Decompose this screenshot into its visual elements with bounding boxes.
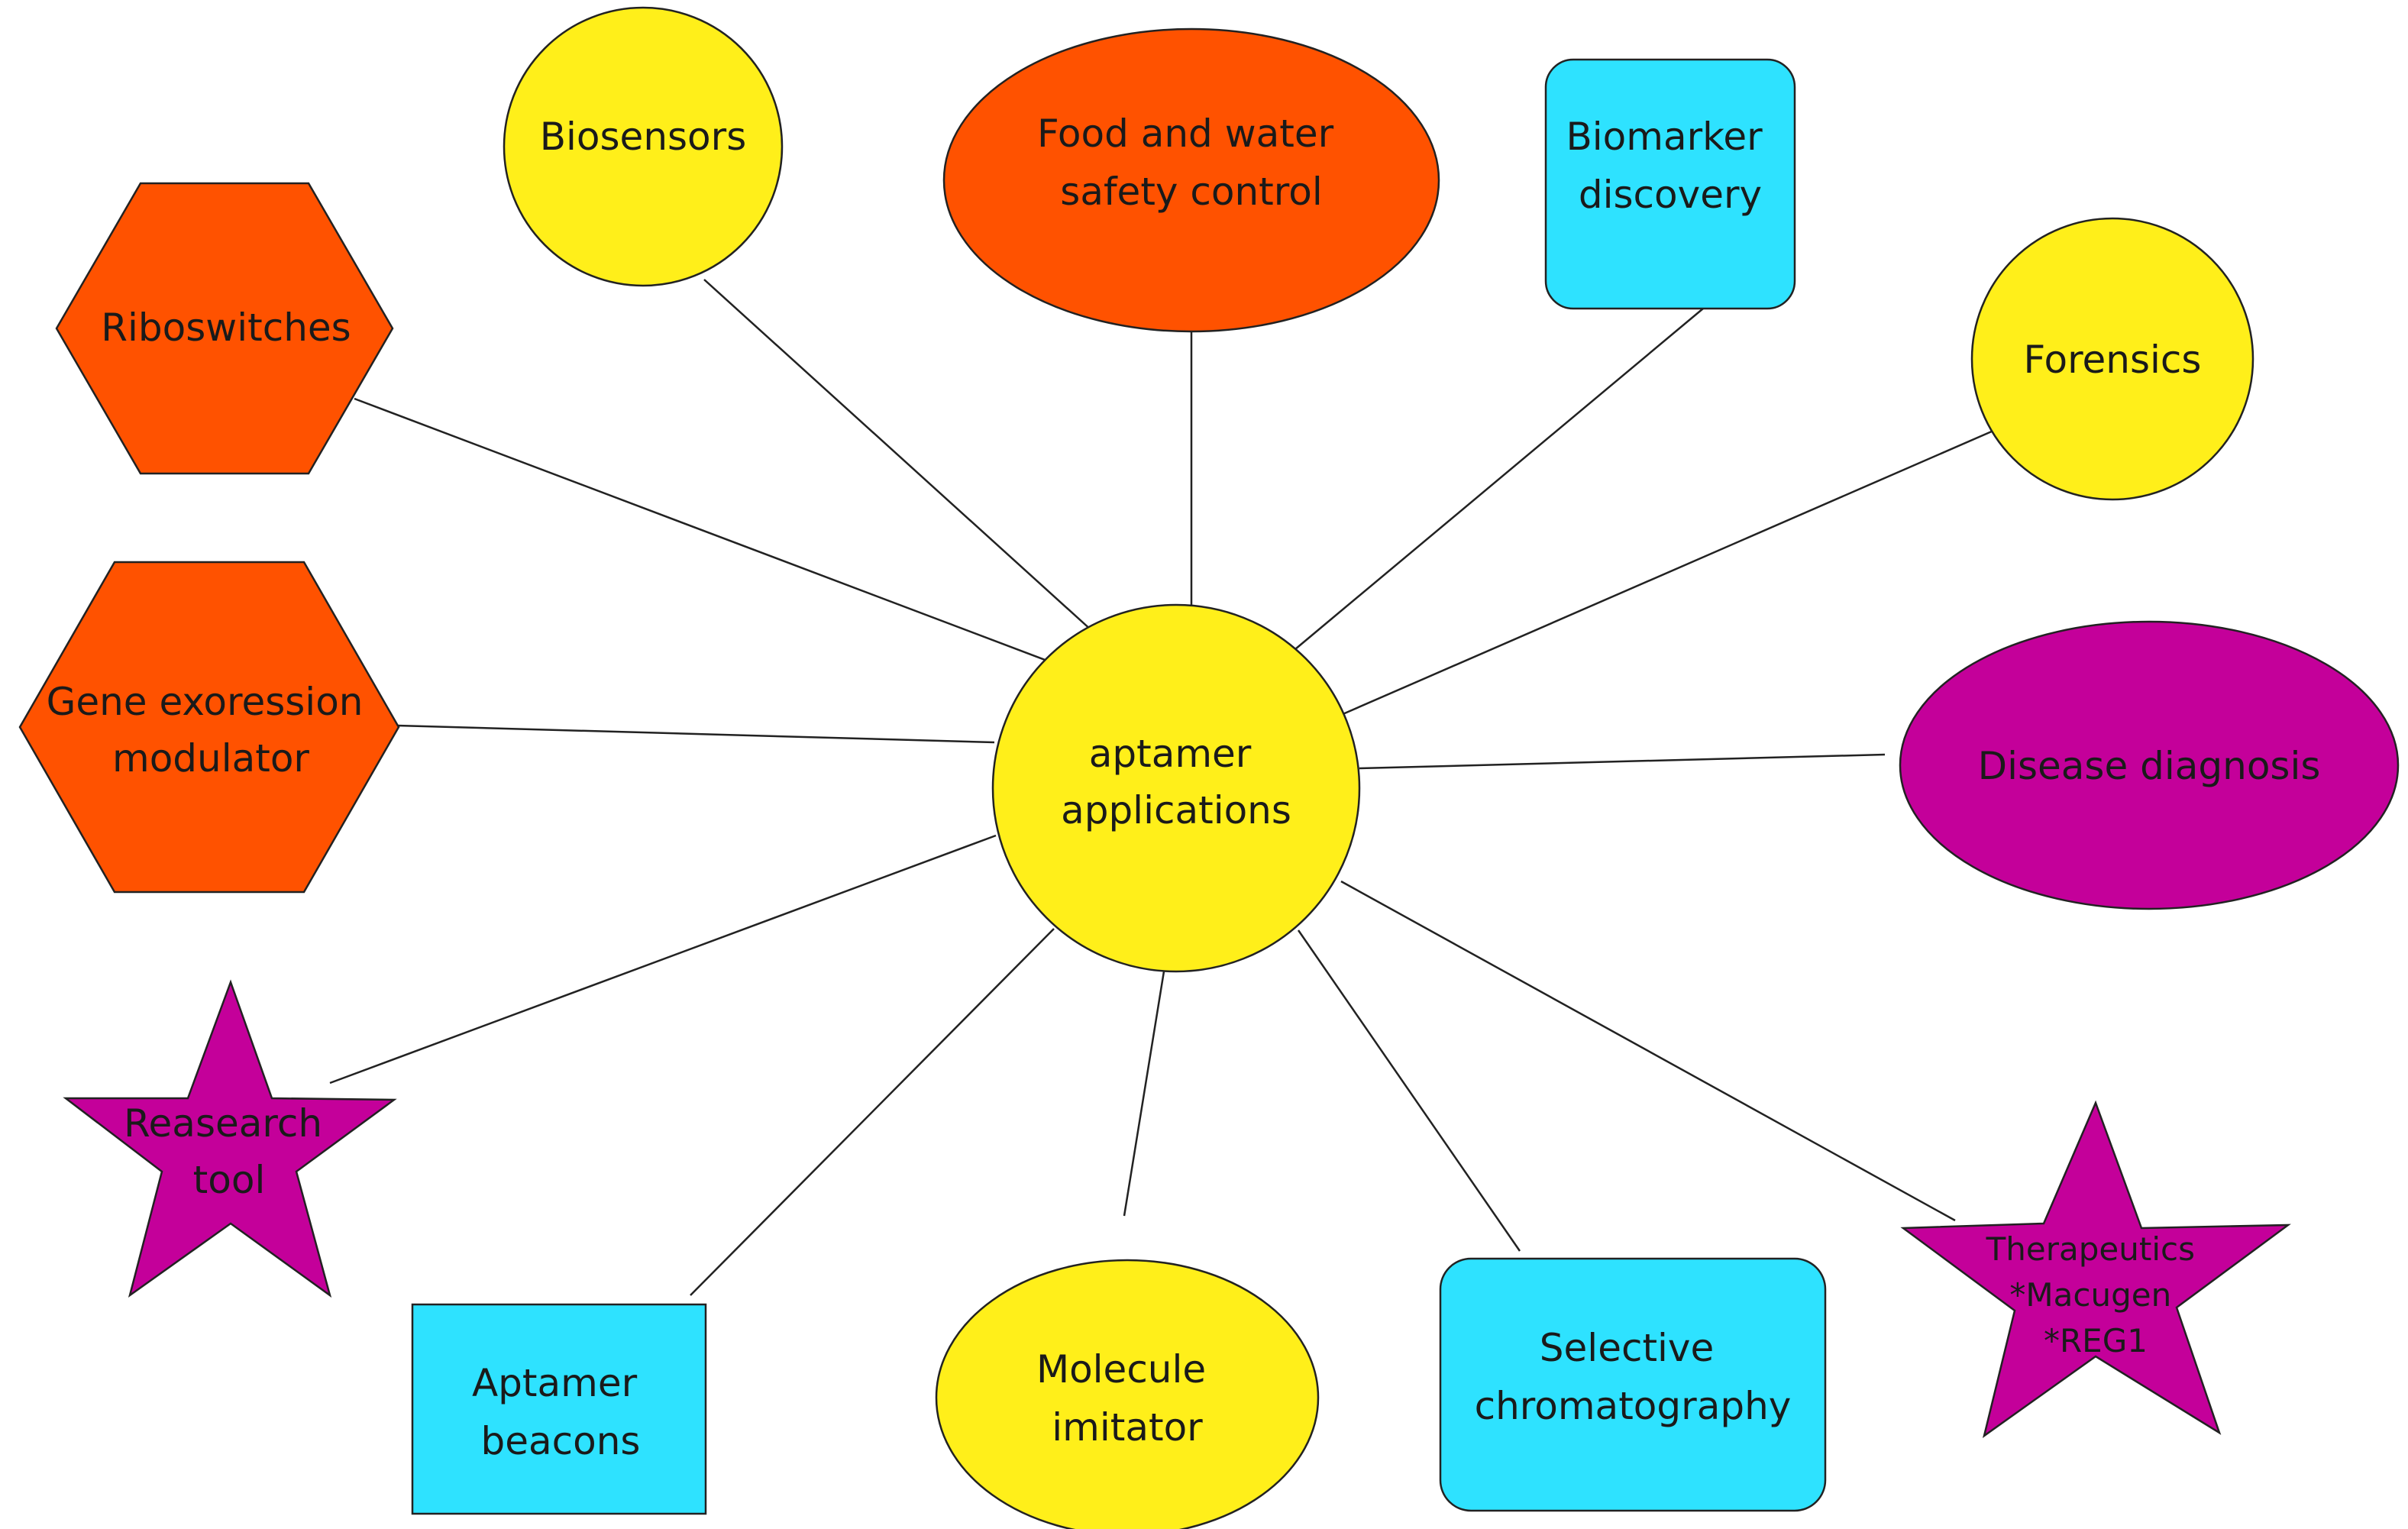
node-research-tool: Reasearch tool <box>63 979 397 1298</box>
therapeutics-label-line-2: *Macugen <box>2009 1276 2171 1314</box>
center-label-line-2: applications <box>1061 788 1291 832</box>
forensics-label-line-1: Forensics <box>2024 338 2202 382</box>
node-therapeutics: Therapeutics *Macugen *REG1 <box>1900 1100 2291 1438</box>
therapeutics-label: Therapeutics *Macugen *REG1 <box>1986 1230 2206 1359</box>
riboswitches-label: Riboswitches <box>101 305 351 350</box>
gene-hexagon <box>18 561 400 894</box>
biomarker-label-line-1: Biomarker <box>1566 115 1763 159</box>
beacons-box <box>411 1303 707 1515</box>
molecule-label: Molecule imitator <box>1036 1347 1218 1450</box>
edge-molecule <box>1123 971 1165 1217</box>
molecule-label-line-1: Molecule <box>1036 1347 1206 1392</box>
node-biomarker-discovery: Biomarker discovery <box>1544 58 1796 310</box>
edge-riboswitches <box>354 397 1070 671</box>
edge-gene <box>396 724 995 744</box>
edge-disease <box>1359 753 1886 770</box>
node-selective-chromatography: Selective chromatography <box>1439 1257 1827 1512</box>
chromatography-box <box>1439 1257 1827 1512</box>
biosensors-circle <box>503 6 784 287</box>
node-riboswitches: Riboswitches <box>55 182 394 475</box>
edge-biomarker <box>1295 308 1704 650</box>
disease-label: Disease diagnosis <box>1978 744 2321 788</box>
edge-research <box>329 834 997 1085</box>
therapeutics-label-line-1: Therapeutics <box>1986 1230 2195 1268</box>
therapeutics-star <box>1900 1100 2291 1438</box>
node-biosensors: Biosensors <box>503 6 784 287</box>
center-label-line-1: aptamer <box>1089 732 1252 776</box>
riboswitches-label-line-1: Riboswitches <box>101 305 351 350</box>
gene-label: Gene exoression modulator <box>47 680 376 781</box>
node-gene-modulator: Gene exoression modulator <box>18 561 400 894</box>
biomarker-box <box>1544 58 1796 310</box>
gene-label-line-2: modulator <box>112 736 309 781</box>
forensics-circle <box>1970 217 2254 501</box>
gene-label-line-1: Gene exoression <box>47 680 364 724</box>
molecule-ellipse <box>935 1259 1320 1529</box>
research-label-line-1: Reasearch <box>124 1101 322 1146</box>
node-molecule-imitator: Molecule imitator <box>935 1259 1320 1529</box>
food-label: Food and water safety control <box>1037 112 1346 214</box>
beacons-label-line-1: Aptamer <box>472 1361 638 1405</box>
edge-chromatography <box>1297 929 1521 1252</box>
node-food-water-safety: Food and water safety control <box>942 27 1440 333</box>
node-forensics: Forensics <box>1970 217 2254 501</box>
biomarker-label-line-2: discovery <box>1579 173 1762 217</box>
disease-label-line-1: Disease diagnosis <box>1978 744 2321 788</box>
biosensors-label-line-1: Biosensors <box>540 115 747 159</box>
beacons-label-line-2: beacons <box>481 1419 641 1463</box>
research-star <box>63 979 397 1298</box>
biomarker-label: Biomarker discovery <box>1566 115 1774 217</box>
food-label-line-1: Food and water <box>1037 112 1334 156</box>
riboswitches-hexagon <box>55 182 394 475</box>
edge-beacons <box>690 928 1055 1296</box>
therapeutics-label-line-3: *REG1 <box>2044 1322 2148 1359</box>
chromatography-label-line-1: Selective <box>1540 1326 1715 1370</box>
node-disease-diagnosis: Disease diagnosis <box>1899 620 2400 910</box>
biosensors-label: Biosensors <box>540 115 747 159</box>
connector-edges <box>329 279 1994 1296</box>
research-label: Reasearch tool <box>124 1101 335 1202</box>
chromatography-label: Selective chromatography <box>1475 1326 1792 1428</box>
forensics-label: Forensics <box>2024 338 2202 382</box>
food-ellipse <box>942 27 1440 333</box>
disease-ellipse <box>1899 620 2400 910</box>
chromatography-label-line-2: chromatography <box>1475 1384 1792 1428</box>
edge-therapeutics <box>1340 880 1956 1222</box>
research-label-line-2: tool <box>193 1158 266 1202</box>
food-label-line-2: safety control <box>1060 170 1322 214</box>
center-node-aptamer-applications: aptamer applications <box>991 603 1361 973</box>
molecule-label-line-2: imitator <box>1052 1405 1203 1450</box>
edge-forensics <box>1340 429 1994 716</box>
beacons-label: Aptamer beacons <box>472 1361 649 1463</box>
center-label: aptamer applications <box>1061 732 1291 832</box>
edge-biosensors <box>703 279 1093 632</box>
node-aptamer-beacons: Aptamer beacons <box>411 1303 707 1515</box>
center-circle <box>991 603 1361 973</box>
